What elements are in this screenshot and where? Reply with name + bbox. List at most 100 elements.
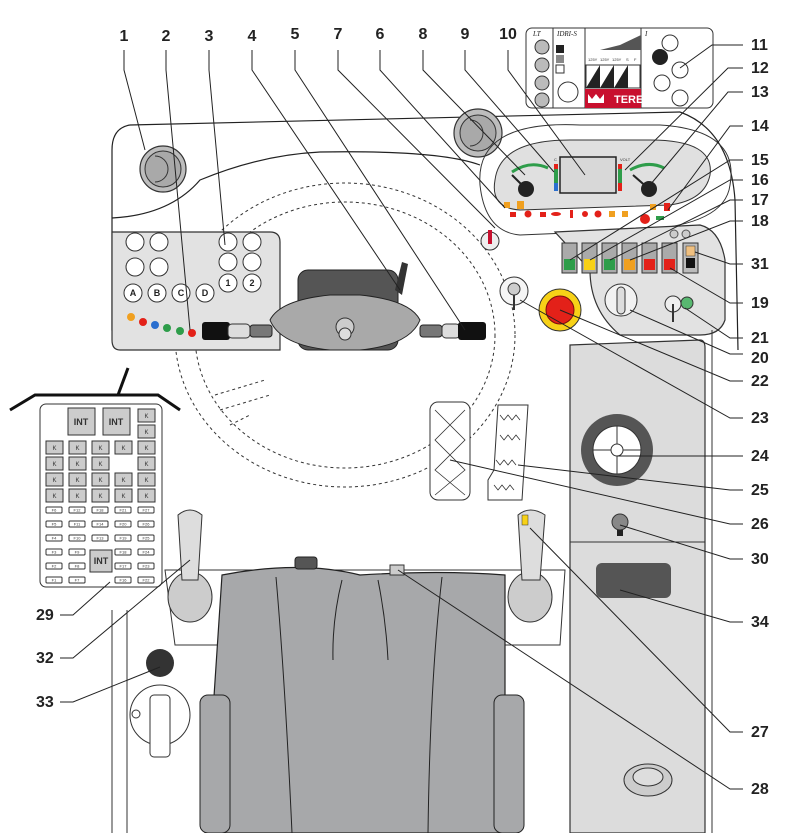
preheat-lamp	[680, 296, 694, 310]
decal-lt-icons	[534, 39, 550, 108]
callout-15: 15	[751, 152, 769, 169]
relay: K	[68, 472, 87, 487]
relay: K	[45, 456, 64, 471]
svg-text:F22: F22	[143, 578, 151, 583]
button-c[interactable]: C	[171, 283, 191, 303]
relay: K	[114, 440, 133, 455]
boom-button-1[interactable]	[218, 232, 238, 252]
callout-33: 33	[36, 694, 54, 711]
brand-name: TEREX	[614, 94, 651, 106]
seat-height-adjuster[interactable]	[389, 564, 405, 576]
svg-text:D: D	[202, 288, 209, 298]
svg-text:125Y: 125Y	[588, 57, 598, 62]
relay: K	[114, 472, 133, 487]
fuse: F4	[45, 534, 63, 542]
switch-31[interactable]	[682, 242, 699, 274]
left-joystick[interactable]	[167, 509, 213, 623]
console-lamp-red-2	[188, 329, 196, 337]
tilt-indicator	[581, 414, 653, 486]
gear-shift-lever[interactable]	[129, 649, 191, 758]
storage-compartment[interactable]	[596, 563, 671, 598]
svg-text:K: K	[98, 446, 102, 452]
rocker-switch-1[interactable]	[561, 242, 578, 274]
svg-text:F4: F4	[52, 536, 57, 541]
key-switch[interactable]	[499, 276, 529, 310]
lamp-1	[510, 212, 516, 217]
svg-text:F25: F25	[143, 536, 151, 541]
floor-socket[interactable]	[623, 763, 673, 797]
right-bar-indicator: VOLT	[618, 157, 631, 191]
boom-button-2[interactable]	[242, 232, 262, 252]
callout-6: 6	[376, 26, 385, 43]
decal-right-icons	[652, 34, 689, 107]
callout-26: 26	[751, 516, 769, 533]
console-button-3[interactable]	[125, 257, 145, 277]
relay: K	[45, 440, 64, 455]
brake-pedal[interactable]	[429, 401, 471, 501]
fuse: F9	[68, 548, 86, 556]
fuse: F1	[45, 576, 63, 584]
button-a[interactable]: A	[123, 283, 143, 303]
decal-center: 125Y 125Y 125Y S F TEREX	[585, 35, 651, 108]
callout-numbers: 1 2 3 4 5 7 6 8 9 10 11 12 13 14 15 16 1…	[36, 26, 769, 798]
seat-adjust-knob[interactable]	[294, 556, 318, 570]
svg-text:K: K	[52, 478, 56, 484]
fuse: F21	[114, 506, 132, 514]
air-vent-left[interactable]	[139, 145, 187, 193]
boom-button-4[interactable]	[242, 252, 262, 272]
callout-19: 19	[751, 295, 769, 312]
svg-text:F7: F7	[75, 578, 80, 583]
console-button-1[interactable]	[125, 232, 145, 252]
rocker-switch-4[interactable]	[621, 242, 638, 274]
fuse: F2	[45, 562, 63, 570]
svg-text:K: K	[75, 494, 79, 500]
wiper-switch[interactable]	[480, 230, 500, 251]
callout-22: 22	[751, 373, 769, 390]
decal-idri-levels	[555, 45, 579, 103]
svg-text:F12: F12	[74, 508, 82, 513]
left-multifunction-stalk[interactable]	[202, 322, 273, 340]
warning-switch[interactable]	[661, 242, 678, 274]
engine-temperature-gauge	[511, 163, 549, 197]
button-b[interactable]: B	[147, 283, 167, 303]
steering-mode-1[interactable]: 1	[218, 273, 238, 293]
callout-11: 11	[751, 37, 768, 54]
relay: K	[137, 440, 156, 455]
callout-5: 5	[291, 26, 300, 43]
steering-mode-2[interactable]: 2	[242, 273, 262, 293]
right-joystick[interactable]	[507, 509, 553, 623]
console-button-2[interactable]	[149, 232, 169, 252]
svg-text:K: K	[52, 462, 56, 468]
svg-text:S: S	[626, 57, 629, 62]
dashboard-outline	[111, 111, 739, 351]
svg-text:F9: F9	[75, 550, 80, 555]
fuse: F19	[114, 534, 132, 542]
svg-text:F18: F18	[120, 550, 128, 555]
accelerator-pedal[interactable]	[487, 404, 529, 501]
console-lamp-green-1	[163, 324, 171, 332]
right-multifunction-stalk[interactable]	[419, 322, 486, 340]
fuse: F24	[137, 548, 155, 556]
relay: K	[137, 456, 156, 471]
steering-column[interactable]	[269, 269, 421, 351]
callout-14: 14	[751, 118, 769, 135]
svg-text:K: K	[52, 446, 56, 452]
callout-12: 12	[751, 60, 769, 77]
console-lamp-amber	[127, 313, 135, 321]
fuse-grid: F6F5F4F3F2F1F12F11F10F9F8F7F18F14F13F21F…	[45, 506, 155, 584]
boom-button-3[interactable]	[218, 252, 238, 272]
svg-text:K: K	[144, 494, 148, 500]
console-button-4[interactable]	[149, 257, 169, 277]
air-vent-right[interactable]	[453, 108, 503, 158]
callout-20: 20	[751, 350, 769, 367]
fuse: F14	[91, 520, 109, 528]
hazard-switch[interactable]	[641, 242, 658, 274]
svg-text:K: K	[121, 446, 125, 452]
callout-8: 8	[419, 26, 428, 43]
left-gauge-label: C	[554, 157, 557, 162]
svg-text:K: K	[75, 446, 79, 452]
button-d[interactable]: D	[195, 283, 215, 303]
engine-speed-knob[interactable]	[604, 283, 638, 317]
